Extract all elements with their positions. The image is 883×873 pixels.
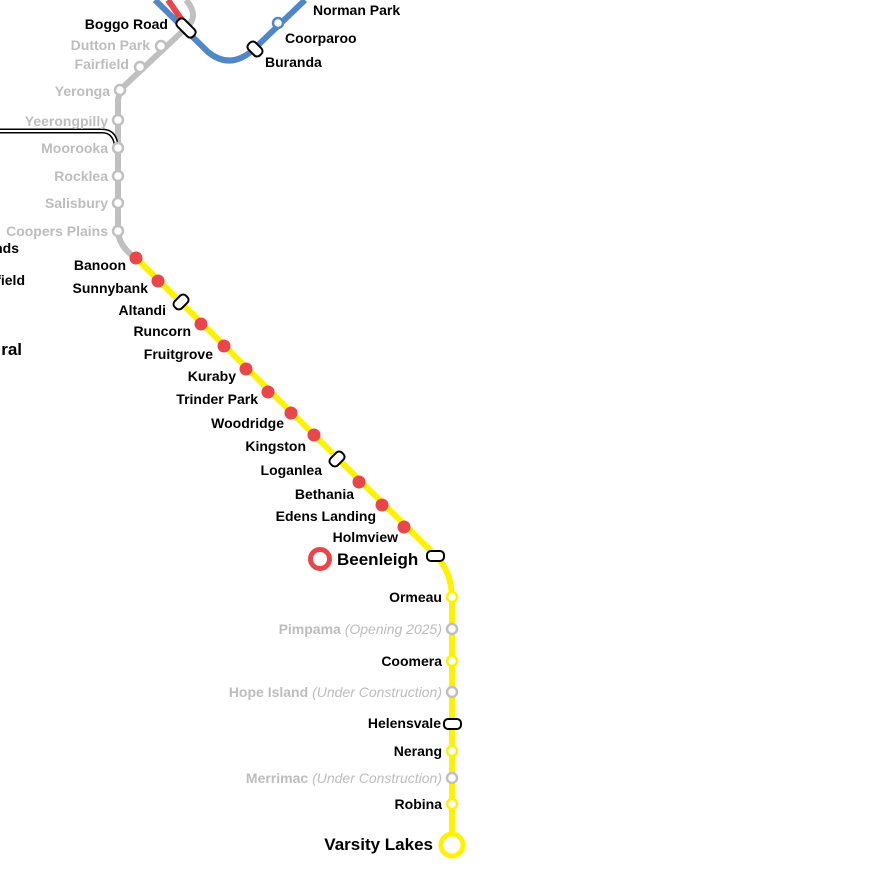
label-kingston: Kingston	[245, 438, 306, 454]
label-trinder-park: Trinder Park	[176, 391, 258, 407]
label-rocklea: Rocklea	[54, 168, 108, 184]
station-marker-robina	[445, 797, 459, 811]
label-varsity-lakes: Varsity Lakes	[324, 835, 433, 854]
label-sunnybank: Sunnybank	[73, 280, 149, 296]
station-marker-yeerongpilly	[111, 113, 125, 127]
label-kuraby: Kuraby	[188, 368, 236, 384]
label-hope-island-note: (Under Construction)	[312, 684, 442, 700]
station-marker-trinder-park	[261, 385, 275, 399]
label-nerang: Nerang	[394, 743, 442, 759]
interchange-marker-altandi	[172, 293, 190, 311]
label-yeerongpilly: Yeerongpilly	[25, 113, 108, 129]
label-pimpama-note: (Opening 2025)	[345, 621, 442, 637]
station-marker-kingston	[307, 428, 321, 442]
label-loganlea: Loganlea	[261, 462, 323, 478]
label-holmview: Holmview	[333, 529, 398, 545]
label-partial-nds: nds	[0, 240, 19, 256]
station-marker-fairfield	[133, 60, 147, 74]
label-coomera: Coomera	[381, 653, 442, 669]
station-marker-fruitgrove	[217, 339, 231, 353]
label-helensvale: Helensvale	[368, 715, 441, 731]
station-marker-sunnybank	[151, 274, 165, 288]
label-merrimac-note: (Under Construction)	[312, 770, 442, 786]
red-station-markers	[129, 251, 411, 534]
station-marker-salisbury	[111, 196, 125, 210]
station-marker-moorooka	[111, 141, 125, 155]
grey-station-markers	[111, 39, 459, 785]
station-marker-banoon	[129, 251, 143, 265]
station-marker-rocklea	[111, 169, 125, 183]
station-marker-pimpama	[445, 622, 459, 636]
station-marker-kuraby	[239, 362, 253, 376]
station-marker-nerang	[445, 744, 459, 758]
label-merrimac: Merrimac (Under Construction)	[246, 770, 442, 786]
station-marker-dutton-park	[154, 39, 168, 53]
label-fairfield: Fairfield	[75, 56, 129, 72]
station-marker-yeronga	[113, 83, 127, 97]
label-bethania: Bethania	[295, 486, 354, 502]
freight-line-gap	[0, 130, 117, 145]
label-runcorn: Runcorn	[133, 323, 191, 339]
label-ormeau: Ormeau	[389, 589, 442, 605]
label-merrimac-name: Merrimac	[246, 770, 308, 786]
station-marker-woodridge	[284, 406, 298, 420]
interchange-marker-loganlea	[328, 450, 346, 468]
station-marker-coorparoo	[271, 16, 285, 30]
yellow-station-markers	[445, 590, 459, 811]
label-robina: Robina	[395, 796, 443, 812]
interchange-marker-buranda	[246, 40, 264, 58]
station-marker-edens-landing	[375, 498, 389, 512]
label-moorooka: Moorooka	[41, 140, 108, 156]
station-marker-holmview	[397, 520, 411, 534]
label-altandi: Altandi	[119, 302, 166, 318]
label-pimpama-name: Pimpama	[279, 621, 341, 637]
label-salisbury: Salisbury	[45, 195, 108, 211]
label-beenleigh: Beenleigh	[337, 550, 418, 569]
label-woodridge: Woodridge	[211, 415, 284, 431]
station-marker-coopers-plains	[111, 224, 125, 238]
label-norman-park: Norman Park	[313, 2, 400, 18]
label-edens-landing: Edens Landing	[276, 508, 376, 524]
terminus-marker-beenleigh	[308, 547, 332, 571]
station-marker-bethania	[352, 475, 366, 489]
interchange-marker-helensvale	[443, 718, 462, 730]
station-marker-ormeau	[445, 590, 459, 604]
station-marker-coomera	[445, 654, 459, 668]
label-hope-island-name: Hope Island	[229, 684, 308, 700]
label-dutton-park: Dutton Park	[71, 37, 151, 53]
label-yeronga: Yeronga	[55, 83, 110, 99]
interchange-marker-beenleigh	[426, 550, 445, 562]
terminus-marker-varsity-lakes	[438, 831, 466, 859]
label-partial-field: field	[0, 272, 25, 288]
label-buranda: Buranda	[265, 54, 322, 70]
station-marker-merrimac	[445, 771, 459, 785]
label-partial-ral: ral	[1, 340, 22, 359]
label-fruitgrove: Fruitgrove	[144, 346, 213, 362]
label-hope-island: Hope Island (Under Construction)	[229, 684, 442, 700]
station-marker-hope-island	[445, 685, 459, 699]
label-pimpama: Pimpama (Opening 2025)	[279, 621, 442, 637]
interchange-marker-boggo-road	[175, 17, 197, 39]
label-coopers-plains: Coopers Plains	[6, 223, 108, 239]
label-banoon: Banoon	[74, 257, 126, 273]
label-boggo-road: Boggo Road	[85, 16, 168, 32]
station-marker-runcorn	[194, 317, 208, 331]
label-coorparoo: Coorparoo	[285, 30, 357, 46]
